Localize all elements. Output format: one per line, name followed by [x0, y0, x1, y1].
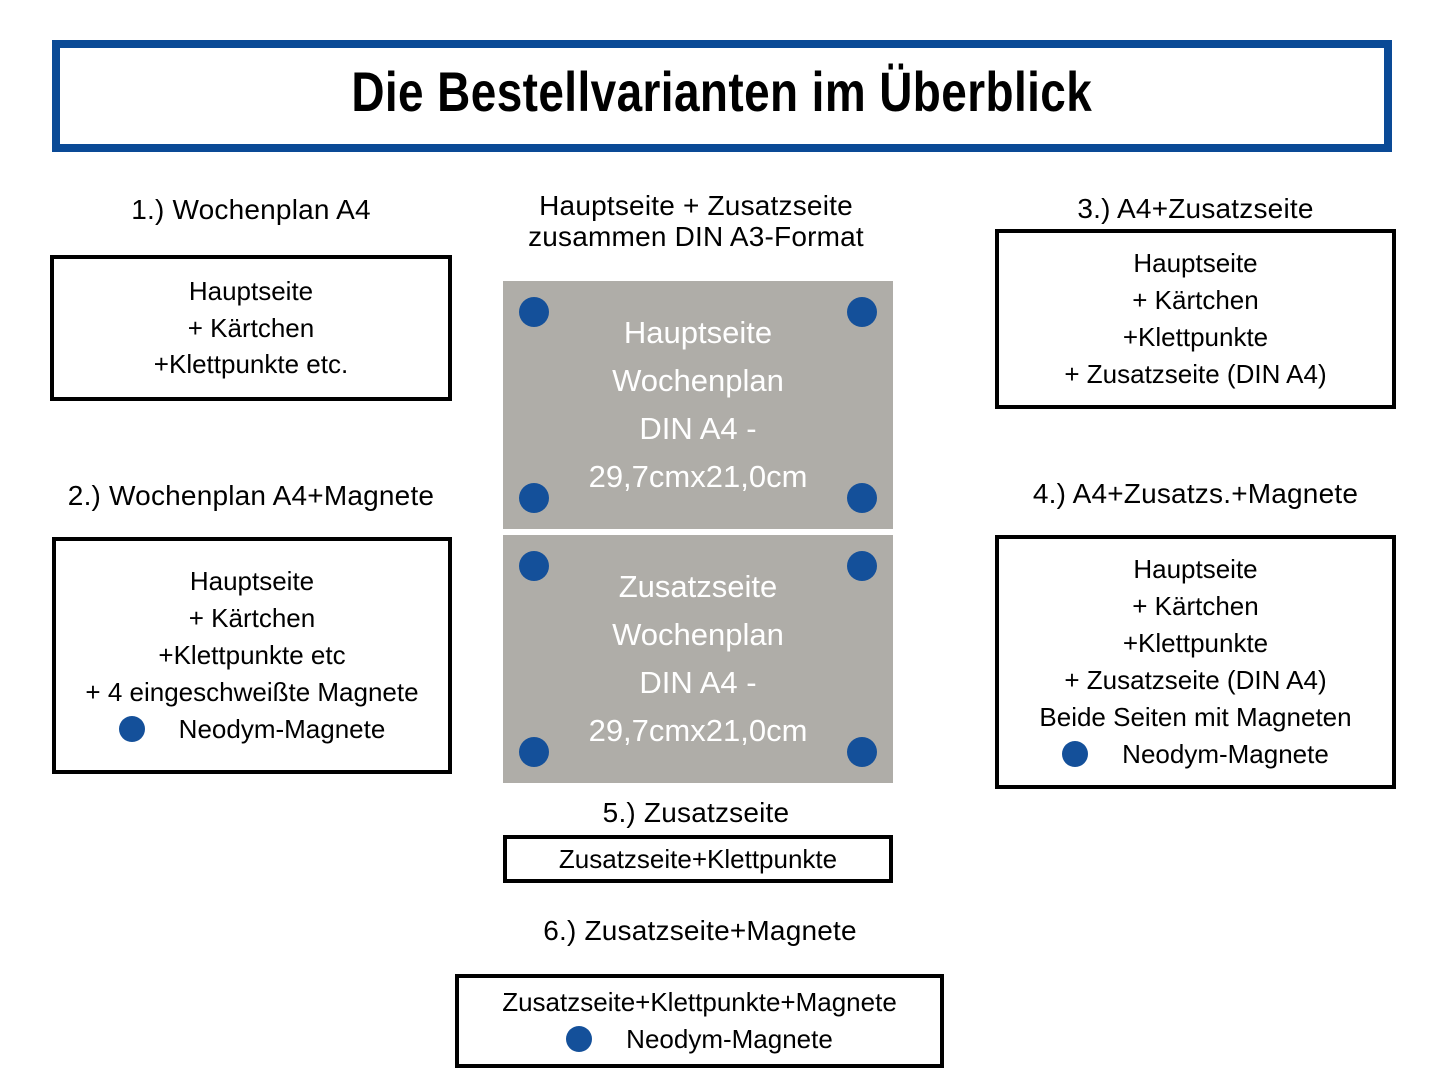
option-1-line-2: + Kärtchen — [187, 312, 315, 343]
neodym-magnet-dot-icon — [118, 716, 145, 743]
neodym-magnet-dot-icon — [566, 1026, 593, 1053]
neodym-magnet-dot-icon — [1062, 741, 1089, 768]
magnet-dot-bottom-right-icon — [847, 737, 877, 767]
main-page-line-3: DIN A4 - — [639, 411, 757, 446]
option-6-caption: 6.) Zusatzseite+Magnete — [543, 915, 857, 946]
magnet-dot-top-right-icon — [847, 297, 877, 327]
main-page-mockup: Hauptseite Wochenplan DIN A4 - 29,7cmx21… — [503, 281, 893, 529]
extra-page-line-3: DIN A4 - — [639, 665, 757, 700]
extra-page-line-1: Zusatzseite — [618, 568, 778, 604]
option-2-box: Hauptseite + Kärtchen +Klettpunkte etc +… — [52, 537, 452, 774]
magnet-dot-top-left-icon — [519, 551, 549, 581]
option-5-caption: 5.) Zusatzseite — [602, 797, 790, 828]
option-4-line-3: +Klettpunkte — [1122, 628, 1269, 659]
magnet-dot-bottom-left-icon — [519, 737, 549, 767]
main-page-line-1: Hauptseite — [623, 314, 773, 350]
magnet-dot-top-left-icon — [519, 297, 549, 327]
magnet-dot-bottom-left-icon — [519, 483, 549, 513]
option-4-line-4: + Zusatzseite (DIN A4) — [1064, 665, 1327, 695]
option-6-legend: Neodym-Magnete — [459, 1021, 940, 1058]
option-4-box: Hauptseite + Kärtchen +Klettpunkte + Zus… — [995, 535, 1396, 789]
magnet-dot-bottom-right-icon — [847, 483, 877, 513]
option-3-line-3: +Klettpunkte — [1122, 322, 1269, 352]
extra-page-mockup: Zusatzseite Wochenplan DIN A4 - 29,7cmx2… — [503, 535, 893, 783]
option-4-legend: Neodym-Magnete — [999, 736, 1392, 773]
option-5-line-1: Zusatzseite+Klettpunkte — [558, 843, 838, 874]
option-3-caption: 3.) A4+Zusatzseite — [1077, 193, 1314, 224]
option-2-line-4: + 4 eingeschweißte Magnete — [85, 676, 419, 707]
option-4-line-1: Hauptseite — [1133, 554, 1258, 585]
extra-page-line-2: Wochenplan — [612, 616, 784, 652]
option-2-line-1: Hauptseite — [189, 566, 315, 597]
option-6-line-1: Zusatzseite+Klettpunkte+Magnete — [502, 987, 897, 1018]
option-3-line-1: Hauptseite — [1133, 248, 1258, 279]
option-4-caption: 4.) A4+Zusatzs.+Magnete — [1032, 478, 1359, 509]
center-heading-line-2: zusammen DIN A3-Format — [528, 221, 864, 253]
option-1-line-1: Hauptseite — [188, 275, 314, 306]
option-2-legend: Neodym-Magnete — [56, 711, 448, 748]
option-4-line-5: Beide Seiten mit Magneten — [1039, 701, 1352, 732]
center-heading-line-1: Hauptseite + Zusatzseite — [539, 190, 853, 221]
option-1-caption: 1.) Wochenplan A4 — [131, 194, 371, 225]
option-2-line-3: +Klettpunkte etc — [158, 640, 346, 671]
option-2-line-2: + Kärtchen — [188, 603, 316, 634]
option-3-line-4: + Zusatzseite (DIN A4) — [1064, 358, 1327, 389]
option-2-legend-label: Neodym-Magnete — [178, 713, 386, 744]
title-banner: Die Bestellvarianten im Überblick — [52, 40, 1392, 152]
magnet-dot-top-right-icon — [847, 551, 877, 581]
main-page-line-4: 29,7cmx21,0cm — [588, 459, 808, 495]
option-6-box: Zusatzseite+Klettpunkte+Magnete Neodym-M… — [455, 974, 944, 1068]
option-4-line-2: + Kärtchen — [1132, 591, 1259, 622]
option-1-box: Hauptseite + Kärtchen +Klettpunkte etc. — [50, 255, 452, 401]
center-heading: Hauptseite + Zusatzseite zusammen DIN A3… — [494, 190, 898, 253]
option-2-caption: 2.) Wochenplan A4+Magnete — [67, 480, 435, 511]
option-3-box: Hauptseite + Kärtchen +Klettpunkte + Zus… — [995, 229, 1396, 409]
option-1-line-3: +Klettpunkte etc. — [153, 349, 349, 380]
main-page-line-2: Wochenplan — [612, 362, 784, 398]
page-title: Die Bestellvarianten im Überblick — [351, 60, 1093, 123]
option-6-legend-label: Neodym-Magnete — [626, 1024, 833, 1054]
extra-page-line-4: 29,7cmx21,0cm — [588, 713, 808, 749]
option-5-box: Zusatzseite+Klettpunkte — [503, 835, 893, 883]
option-3-line-2: + Kärtchen — [1132, 285, 1259, 316]
option-4-legend-label: Neodym-Magnete — [1122, 738, 1329, 769]
